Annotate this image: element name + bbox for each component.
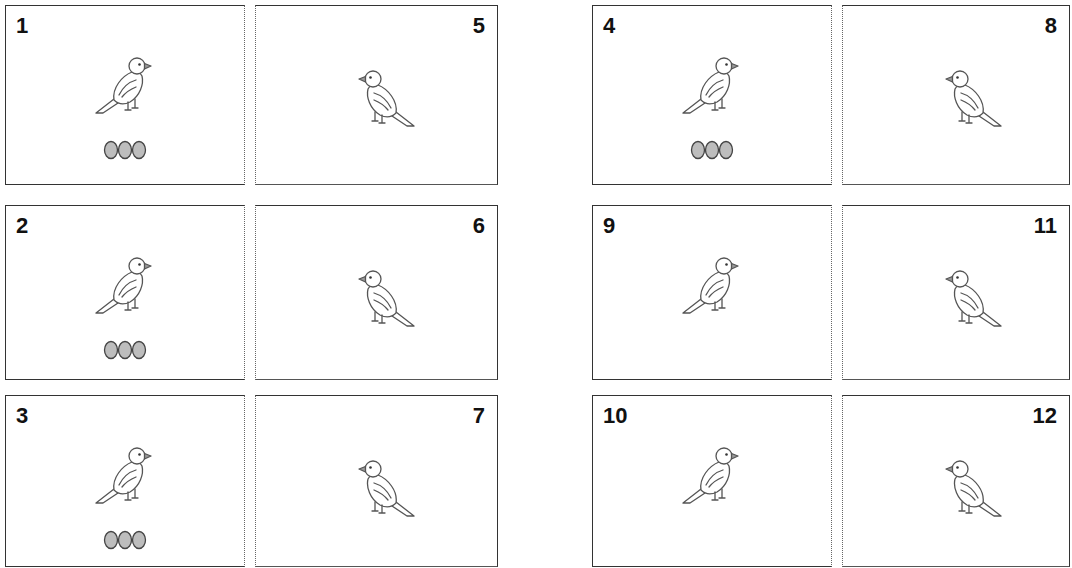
panel-box: 2 xyxy=(5,205,245,380)
panel-box: 6 xyxy=(255,205,498,380)
bird xyxy=(96,448,151,503)
bird xyxy=(359,71,414,126)
bird xyxy=(359,461,414,516)
bird xyxy=(946,461,1001,516)
panel-box: 4 xyxy=(592,5,832,185)
panel-box: 1 xyxy=(5,5,245,185)
bird xyxy=(359,271,414,326)
panel-number: 7 xyxy=(473,404,485,428)
panel-box: 9 xyxy=(592,205,832,380)
panel-number: 5 xyxy=(473,14,485,38)
seeds xyxy=(105,342,146,359)
panel-number: 8 xyxy=(1045,14,1057,38)
panel-box: 8 xyxy=(842,5,1070,185)
panel-number: 9 xyxy=(603,214,615,238)
panel-box: 11 xyxy=(842,205,1070,380)
seeds xyxy=(692,142,733,159)
panel-number: 3 xyxy=(16,404,28,428)
panel-number: 12 xyxy=(1033,404,1057,428)
panel-number: 4 xyxy=(603,14,615,38)
bird xyxy=(683,58,738,113)
panel-box: 12 xyxy=(842,395,1070,567)
panel-box: 7 xyxy=(255,395,498,567)
panel-box: 5 xyxy=(255,5,498,185)
bird xyxy=(946,271,1001,326)
seeds xyxy=(105,142,146,159)
bird xyxy=(683,448,738,503)
bird xyxy=(96,58,151,113)
panel-box: 10 xyxy=(592,395,832,567)
panel-number: 1 xyxy=(16,14,28,38)
bird xyxy=(946,71,1001,126)
bird xyxy=(683,258,738,313)
panel-number: 6 xyxy=(473,214,485,238)
panel-box: 3 xyxy=(5,395,245,567)
seeds xyxy=(105,532,146,549)
panel-number: 11 xyxy=(1034,214,1057,238)
panel-number: 2 xyxy=(16,214,28,238)
panel-number: 10 xyxy=(603,404,627,428)
bird xyxy=(96,258,151,313)
